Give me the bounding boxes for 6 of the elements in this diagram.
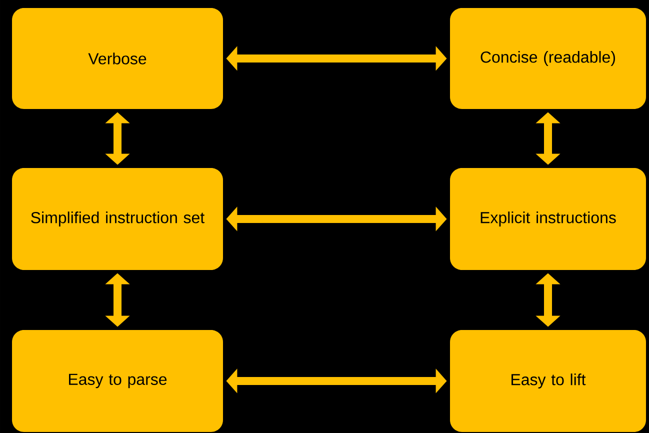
process-box: Verbose xyxy=(12,8,223,109)
process-box: Explicit instructions xyxy=(450,168,646,270)
process-box: Concise (readable) xyxy=(450,8,646,109)
process-box: Easy to lift xyxy=(450,330,646,432)
process-box: Simplified instruction set xyxy=(12,168,223,270)
process-box: Easy to parse xyxy=(12,330,223,432)
